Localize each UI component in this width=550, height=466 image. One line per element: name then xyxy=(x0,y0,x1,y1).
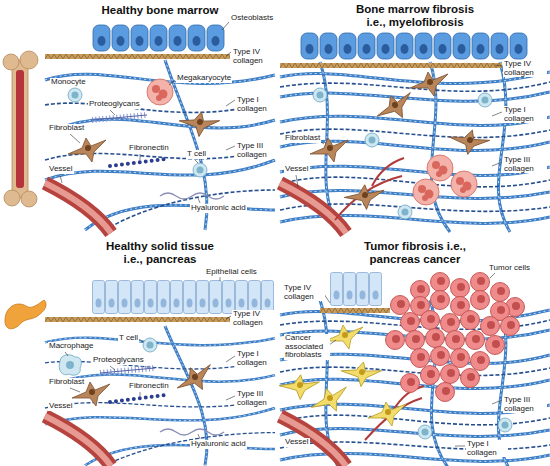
part-label: Fibronectin xyxy=(128,382,170,391)
part-label: Type I collagen xyxy=(236,350,278,367)
vessels xyxy=(45,158,424,466)
figure-panel: Healthy bone marrow xyxy=(45,0,275,233)
panel-title: Tumor fibrosis i.e., pancreas cancer xyxy=(353,240,478,266)
part-label: Proteoglycans xyxy=(92,356,145,365)
myelofibrosis-cells xyxy=(280,32,528,219)
part-label: Type III collagen xyxy=(236,390,278,407)
part-label: Type III collagen xyxy=(503,156,547,173)
part-label: T cell xyxy=(186,150,207,159)
part-label: T cell xyxy=(118,334,139,343)
part-label: Type I collagen xyxy=(236,96,278,113)
part-label: Tumor cells xyxy=(488,264,531,273)
part-label: Monocyte xyxy=(50,78,87,87)
part-label: Fibronectin xyxy=(128,144,170,153)
part-label: Megakaryocyte xyxy=(176,74,232,83)
part-label: Fibroblast xyxy=(48,378,85,387)
pancreas-cells xyxy=(45,280,274,406)
part-label: Type III collagen xyxy=(503,396,547,413)
part-label: Proteoglycans xyxy=(88,100,141,109)
part-label: Type IV collagen xyxy=(283,284,325,301)
part-label: Vessel xyxy=(48,402,74,411)
panel-title: Bone marrow fibrosis i.e., myelofibrosis xyxy=(351,3,479,29)
part-label: Vessel xyxy=(284,438,310,447)
part-label: Hyaluronic acid xyxy=(190,440,247,449)
part-label: Type III collagen xyxy=(236,142,278,159)
part-label: Osteoblasts xyxy=(230,14,274,23)
part-label: Type IV collagen xyxy=(232,310,274,327)
part-label: Fibroblast xyxy=(48,124,85,133)
part-label: Type IV collagen xyxy=(503,60,547,77)
part-label: Vessel xyxy=(48,165,74,174)
collagen-fibres xyxy=(45,60,550,466)
part-label: Type I collagen xyxy=(503,106,547,123)
tumor-cells xyxy=(277,272,524,439)
part-label: Fibroblast xyxy=(284,134,321,143)
pancreas-icon xyxy=(5,300,46,329)
part-label: Hyaluronic acid xyxy=(190,204,247,213)
panel-title: Healthy solid tissue i.e., pancreas xyxy=(100,240,220,266)
leader-lines xyxy=(60,22,502,446)
part-label: Type IV collagen xyxy=(232,48,274,65)
part-label: Cancer associated fibroblasts xyxy=(284,334,330,360)
part-label: Type I collagen xyxy=(466,440,508,457)
part-label: Macrophage xyxy=(48,342,94,351)
part-label: Epithelial cells xyxy=(205,268,258,277)
healthy-marrow-cells xyxy=(45,24,230,177)
bone-icon xyxy=(3,51,38,207)
part-label: Vessel xyxy=(284,165,310,174)
panel-title: Healthy bone marrow xyxy=(75,4,245,17)
